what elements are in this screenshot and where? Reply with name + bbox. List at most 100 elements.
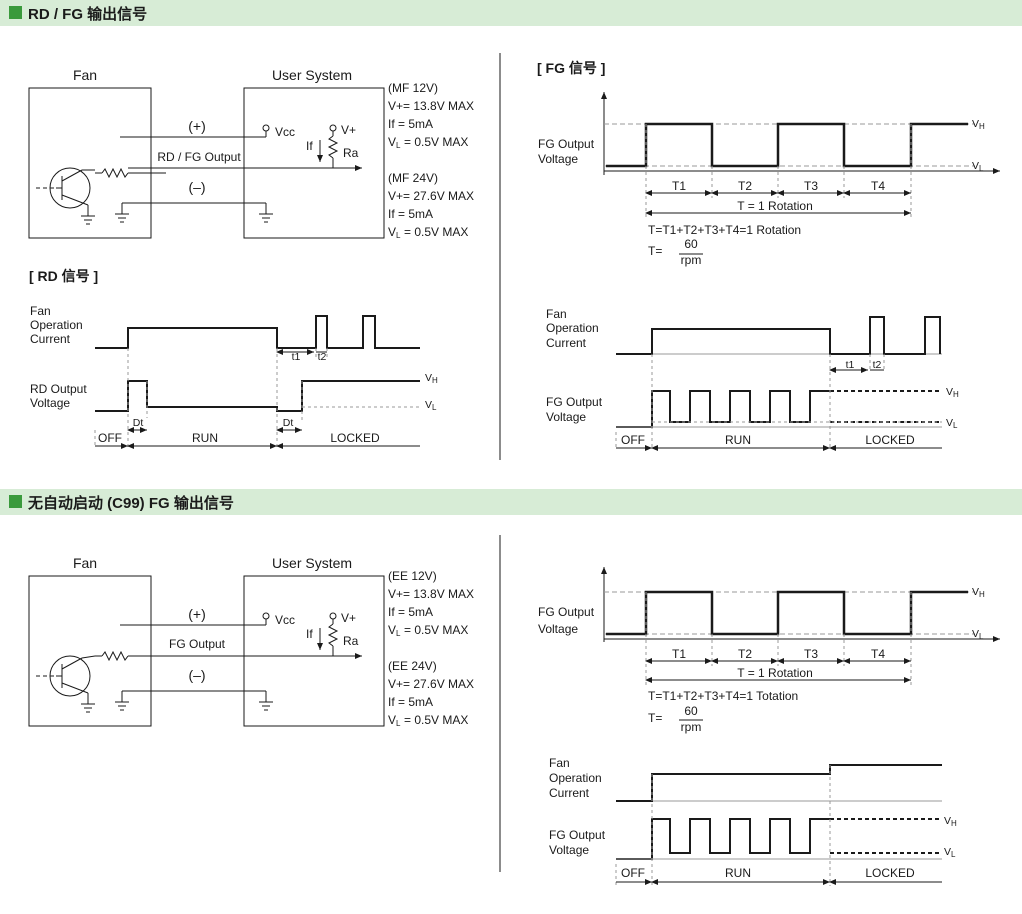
minus-label: (–) bbox=[188, 667, 205, 683]
fg-signal-diagram-2 bbox=[601, 567, 1000, 721]
fg-voltage-label: FG Output bbox=[538, 137, 595, 151]
rd-voltage-label: RD Output bbox=[30, 382, 87, 396]
fan-current-label: Current bbox=[549, 786, 590, 800]
rd-timing-waveforms bbox=[94, 315, 420, 449]
off-label: OFF bbox=[621, 866, 645, 880]
fg-voltage-label: FG Output bbox=[538, 605, 595, 619]
fan-current-label: Fan bbox=[30, 304, 51, 318]
period-label: T1 bbox=[672, 179, 686, 193]
spec-line: If = 5mA bbox=[388, 207, 433, 221]
fg-signal-2-labels: FG Output Voltage VH VL T1 T2 T3 T4 T = … bbox=[538, 586, 985, 734]
spec-line: (MF 12V) bbox=[388, 81, 438, 95]
if-label: If bbox=[306, 627, 313, 641]
run-label: RUN bbox=[725, 866, 751, 880]
fan-current-waveform bbox=[616, 764, 942, 802]
fg-voltage-label: Voltage bbox=[546, 410, 586, 424]
user-system-label: User System bbox=[272, 67, 352, 83]
ra-label: Ra bbox=[343, 634, 359, 648]
vplus-label: V+ bbox=[341, 611, 356, 625]
spec-line: If = 5mA bbox=[388, 695, 433, 709]
off-label: OFF bbox=[98, 431, 122, 445]
spec-line: V+= 13.8V MAX bbox=[388, 99, 474, 113]
spec-line: If = 5mA bbox=[388, 605, 433, 619]
fan-box bbox=[28, 87, 152, 239]
user-system-label: User System bbox=[272, 555, 352, 571]
formula-denominator: rpm bbox=[681, 720, 702, 734]
user-system-box bbox=[243, 87, 385, 239]
t1-label: t1 bbox=[846, 359, 855, 371]
fan-current-label: Fan bbox=[546, 307, 567, 321]
fan-box bbox=[28, 575, 152, 727]
user-system-box bbox=[243, 575, 385, 727]
fg-signal-heading: [ FG 信号 ] bbox=[537, 60, 605, 76]
plus-label: (+) bbox=[188, 606, 206, 622]
vh-label: VH bbox=[972, 586, 985, 599]
vh-label: VH bbox=[946, 386, 959, 399]
section-header-c99-fg: 无自动启动 (C99) FG 输出信号 bbox=[0, 489, 1022, 515]
vh-label: VH bbox=[944, 815, 957, 828]
run-label: RUN bbox=[725, 433, 751, 447]
t1-label: t1 bbox=[292, 351, 301, 363]
fg-voltage-label: Voltage bbox=[538, 622, 578, 636]
rd-timing-labels: Fan Operation Current RD Output Voltage … bbox=[30, 304, 438, 445]
fg-voltage-label: FG Output bbox=[549, 828, 606, 842]
fan-label: Fan bbox=[73, 555, 97, 571]
fg-waveform bbox=[606, 590, 968, 636]
locked-label: LOCKED bbox=[330, 431, 380, 445]
t2-label: t2 bbox=[873, 359, 882, 371]
fg-voltage-label: FG Output bbox=[546, 395, 603, 409]
section-header-rd-fg: RD / FG 输出信号 bbox=[0, 0, 1022, 26]
spec-vl-symbol: VL bbox=[388, 225, 401, 240]
section-marker-icon bbox=[9, 6, 22, 19]
dt-label: Dt bbox=[133, 417, 144, 429]
vh-label: VH bbox=[425, 372, 438, 385]
locked-label: LOCKED bbox=[865, 433, 915, 447]
rotation-label: T = 1 Rotation bbox=[737, 666, 813, 680]
period-label: T1 bbox=[672, 647, 686, 661]
vplus-label: V+ bbox=[341, 123, 356, 137]
section-marker-icon bbox=[9, 495, 22, 508]
spec-line: V+= 27.6V MAX bbox=[388, 189, 474, 203]
t2-label: t2 bbox=[318, 351, 327, 363]
formula-prefix: T= bbox=[648, 244, 662, 258]
fg-waveform bbox=[606, 122, 968, 168]
fg-timing-waveforms bbox=[615, 316, 942, 451]
spec-line: V+= 13.8V MAX bbox=[388, 587, 474, 601]
vh-label: VH bbox=[972, 118, 985, 131]
formula-line: T=T1+T2+T3+T4=1 Rotation bbox=[648, 223, 801, 237]
off-label: OFF bbox=[621, 433, 645, 447]
fg-voltage-label: Voltage bbox=[538, 152, 578, 166]
vcc-label: Vcc bbox=[275, 613, 295, 627]
minus-label: (–) bbox=[188, 179, 205, 195]
spec-line: = 0.5V MAX bbox=[404, 225, 468, 239]
vl-label: VL bbox=[972, 160, 984, 173]
vl-label: VL bbox=[944, 846, 956, 859]
signal-label: FG Output bbox=[169, 637, 226, 651]
period-label: T3 bbox=[804, 179, 818, 193]
fan-current-label: Fan bbox=[549, 756, 570, 770]
spec-vl-symbol: VL bbox=[388, 135, 401, 150]
signal-label: RD / FG Output bbox=[157, 150, 241, 164]
fan-current-waveform bbox=[95, 315, 420, 349]
spec-vl-symbol: VL bbox=[388, 713, 401, 728]
period-label: T4 bbox=[871, 179, 885, 193]
rd-voltage-waveform bbox=[95, 380, 420, 412]
spec-line: If = 5mA bbox=[388, 117, 433, 131]
fg-voltage-waveform bbox=[616, 818, 830, 860]
formula-numerator: 60 bbox=[684, 237, 698, 251]
formula-denominator: rpm bbox=[681, 253, 702, 267]
fg-voltage-waveform bbox=[616, 390, 830, 428]
fan-current-label: Operation bbox=[30, 318, 83, 332]
period-label: T2 bbox=[738, 179, 752, 193]
formula-prefix: T= bbox=[648, 711, 662, 725]
fg-voltage-label: Voltage bbox=[549, 843, 589, 857]
circuit-diagram-1 bbox=[28, 87, 385, 239]
spec-line: = 0.5V MAX bbox=[404, 713, 468, 727]
rd-signal-heading: [ RD 信号 ] bbox=[29, 268, 98, 284]
section-title: RD / FG 输出信号 bbox=[28, 6, 148, 23]
fan-current-label: Current bbox=[30, 332, 71, 346]
fg-signal-labels: FG Output Voltage VH VL T1 T2 T3 T4 T = … bbox=[538, 118, 985, 267]
fan-current-label: Operation bbox=[549, 771, 602, 785]
spec-line: (EE 24V) bbox=[388, 659, 437, 673]
